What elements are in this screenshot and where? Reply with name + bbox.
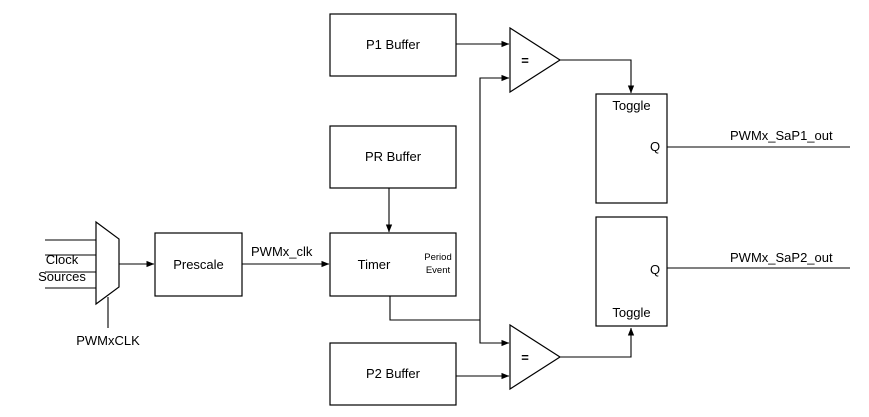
timer-block: Timer Period Event — [329, 232, 457, 297]
pwmx-clk-label: PWMx_clk — [251, 244, 313, 259]
p2-buffer-label: P2 Buffer — [366, 366, 421, 381]
top-toggle-label: Toggle — [612, 98, 650, 113]
period-event-label-line1: Period — [424, 252, 451, 263]
bottom-toggle-q-label: Q — [650, 262, 660, 277]
top-toggle-block: Toggle Q — [595, 93, 668, 204]
prescale-block: Prescale — [154, 232, 243, 297]
clock-sources-label-line2: Sources — [38, 269, 86, 284]
top-comparator-symbol: = — [521, 53, 529, 68]
timer-event-line — [389, 296, 480, 321]
bottom-comparator-to-toggle-arrow — [560, 327, 635, 358]
clock-source-mux: Clock Sources PWMxCLK — [38, 220, 140, 348]
p1-buffer-label: P1 Buffer — [366, 37, 421, 52]
timer-label: Timer — [358, 257, 391, 272]
pr-buffer-label: PR Buffer — [365, 149, 422, 164]
bottom-toggle-block: Q Toggle — [595, 216, 668, 327]
bottom-comparator-symbol: = — [521, 350, 529, 365]
bottom-comparator: = — [509, 323, 562, 391]
timer-to-bottom-comparator-arrow — [479, 320, 510, 347]
p2-buffer-block: P2 Buffer — [329, 342, 457, 406]
clock-sources-label-line1: Clock — [46, 252, 79, 267]
period-event-label-line2: Event — [426, 265, 451, 276]
pwmxclk-label: PWMxCLK — [76, 333, 140, 348]
top-toggle-q-label: Q — [650, 139, 660, 154]
bottom-toggle-label: Toggle — [612, 305, 650, 320]
sap1-output-label: PWMx_SaP1_out — [730, 128, 833, 143]
p1-buffer-block: P1 Buffer — [329, 13, 457, 77]
top-comparator: = — [509, 26, 562, 94]
timer-to-top-comparator-arrow — [479, 74, 510, 320]
top-comparator-to-toggle-arrow — [560, 59, 635, 94]
pr-buffer-block: PR Buffer — [329, 125, 457, 189]
mux-shape — [95, 220, 120, 306]
prescale-label: Prescale — [173, 257, 224, 272]
sap2-output-label: PWMx_SaP2_out — [730, 250, 833, 265]
